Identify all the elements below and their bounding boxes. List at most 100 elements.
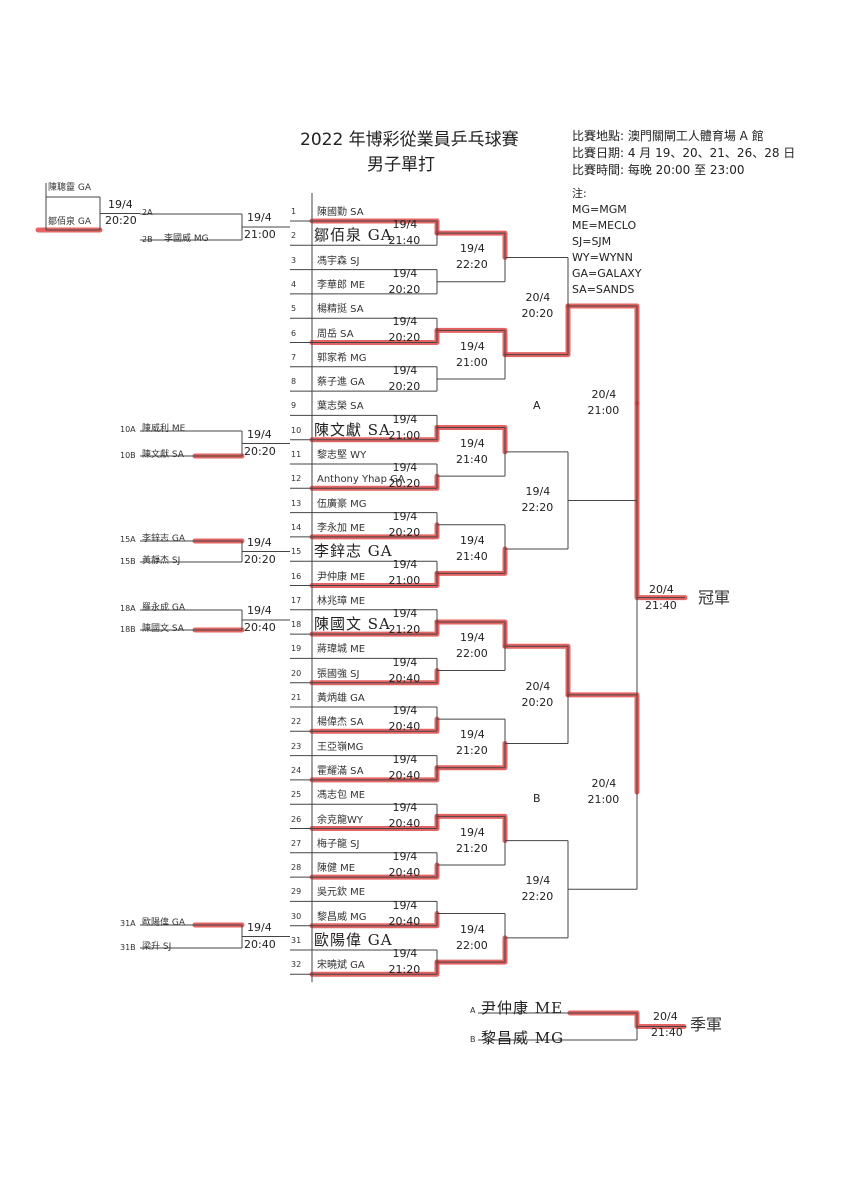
prelim-date: 19/4 [108,197,133,211]
round1-match-time: 20:20 [388,379,421,393]
prelim-top-label: 10A [120,425,136,434]
round1-match-time: 20:20 [388,282,421,296]
round1-match-time: 21:20 [388,963,421,977]
page-subtitle: 男子單打 [367,155,435,175]
slot-number: 15 [291,547,302,557]
slot-player: 黃炳雄 GA [317,693,365,704]
slot-number: 8 [291,377,297,387]
slot-number: 19 [291,644,302,654]
round3-match-time: 20:20 [521,695,554,709]
slot-player-handwritten: 歐陽偉 GA [314,931,393,949]
slot-player: 葉志榮 SA [317,401,364,413]
slot-number: 7 [291,352,297,362]
round2-match-time: 22:00 [456,647,488,661]
slot-number: 10 [291,425,302,435]
slot-player: 宋曉斌 GA [317,960,365,972]
slot-player: 霍耀滿 SA [317,765,364,777]
legend-item: GA=GALAXY [572,267,642,280]
round1-match-date: 19/4 [392,752,418,766]
final-time: 21:40 [645,598,677,612]
round1-match-date: 19/4 [392,606,418,620]
slot-number: 2 [291,231,297,241]
prelim-top-label: 18A [120,604,136,613]
slot-player-handwritten: 陳文獻 SA [314,420,391,439]
round1-match-date: 19/4 [392,947,418,961]
round3-match-time: 22:20 [521,890,554,904]
slot-number: 1 [291,207,297,216]
legend-item: SA=SANDS [572,283,635,296]
round1-match-time: 20:40 [388,671,421,685]
slot-player: 張國強 SJ [317,668,360,680]
round1-match-date: 19/4 [392,849,418,863]
round3-match-date: 20/4 [525,291,551,305]
prelim-top-label: 15A [120,535,136,544]
final-date: 20/4 [649,582,674,596]
round3-match-date: 19/4 [525,874,551,888]
semifinal-match-time: 21:00 [587,793,620,807]
round1-match-time: 20:40 [388,865,421,879]
round1-match-time: 20:40 [388,768,421,782]
slot-player: 黎志堅 WY [317,450,367,461]
slot-number: 6 [291,328,297,338]
slot-player: 楊精挺 SA [317,304,364,316]
slot-number: 9 [291,401,297,411]
prelim-date: 19/4 [247,427,272,441]
slot-number: 11 [291,450,302,459]
round2-match-date: 19/4 [460,339,485,353]
legend-item: WY=WYNN [572,251,633,264]
slot-player: 尹仲康 ME [317,571,366,583]
slot-player: 李華郎 ME [317,279,366,291]
slot-number: 18 [291,620,302,630]
slot-number: 27 [291,838,302,848]
prelim-top-label: 31A [120,919,136,928]
slot-number: 3 [291,255,297,265]
round1-match-date: 19/4 [392,461,418,475]
prelim-bottom-player: 梁升 SJ [142,942,172,952]
slot-player-handwritten: 陳國文 SA [314,615,391,634]
prelim-top-player: 歐陽偉 GA [142,918,185,928]
region-label-a: A [533,399,541,412]
semifinal-match-date: 20/4 [591,388,617,402]
round2-match-date: 19/4 [460,242,485,256]
round3-match-time: 20:20 [521,307,554,321]
slot-player: 郭家希 MG [317,352,367,364]
prelim-time: 21:00 [244,228,276,241]
slot-number: 29 [291,887,302,897]
round2-match-date: 19/4 [460,436,485,450]
prelim-time: 20:20 [244,444,276,458]
legend-item: SJ=SJM [572,235,612,248]
slot-player: 馮宇森 SJ [317,255,360,267]
round1-match-date: 19/4 [392,655,418,669]
round2-match-time: 22:20 [456,258,488,272]
round3-match-date: 19/4 [525,485,551,499]
slot-player: 蔡子進 GA [317,377,365,389]
prelim-top-player: 陳威利 ME [142,424,186,434]
legend-item: ME=MECLO [572,219,637,232]
slot-number: 17 [291,595,302,605]
champion-label: 冠軍 [698,588,731,607]
round1-match-date: 19/4 [392,412,418,426]
prelim-date: 19/4 [247,920,272,934]
round2-match-time: 21:20 [456,841,488,855]
round1-match-time: 20:40 [388,720,421,734]
round2-match-date: 19/4 [460,728,485,742]
slot-number: 24 [291,765,302,775]
venue-info: 比賽地點: 澳門關閘工人體育場 A 館 [572,129,764,143]
third-place-label-a: A [470,1006,476,1015]
round2-match-date: 19/4 [460,825,485,839]
page-title: 2022 年博彩從業員乒乓球賽 [300,130,519,150]
round1-match-date: 19/4 [392,266,418,280]
round2-match-date: 19/4 [460,534,485,548]
prelim-bottom-label: 31B [120,943,136,952]
semifinal-match-time: 21:00 [587,404,620,418]
round1-match-time: 21:20 [388,622,421,636]
region-label-b: B [533,792,541,805]
prelim-top-player: 羅永成 GA [142,603,185,613]
slot-number: 20 [291,668,302,678]
bracket-lines [45,183,686,1041]
slot-number: 30 [291,911,302,921]
slot-player: 黎昌威 MG [317,911,367,923]
round1-match-time: 20:40 [388,914,421,928]
prelim-bottom-label: 10B [120,451,136,460]
